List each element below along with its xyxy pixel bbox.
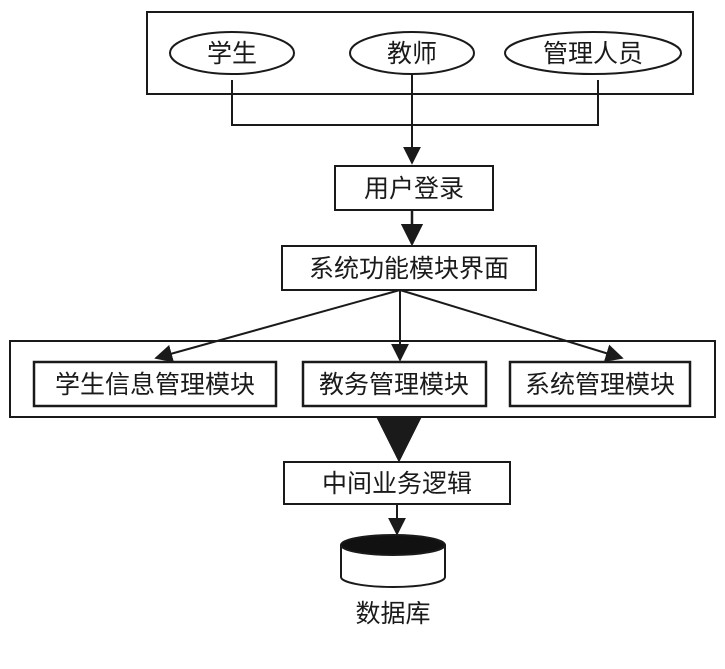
modules-container xyxy=(9,340,716,418)
user-teacher-label: 教师 xyxy=(387,39,437,68)
interface-to-system-module-arrow xyxy=(399,289,624,362)
academic-module-label: 教务管理模块 xyxy=(319,370,469,399)
middle-logic-label: 中间业务逻辑 xyxy=(322,469,472,498)
users-connector xyxy=(231,80,599,126)
system-module-label: 系统管理模块 xyxy=(525,370,675,399)
academic-module-box xyxy=(301,360,488,408)
login-box xyxy=(334,165,494,211)
interface-to-student-module-arrow xyxy=(154,289,401,363)
user-student-node xyxy=(169,31,295,75)
database-label: 数据库 xyxy=(355,599,430,628)
student-module-box xyxy=(32,360,278,408)
interface-box xyxy=(281,245,537,291)
user-student-label: 学生 xyxy=(207,39,257,68)
interface-label: 系统功能模块界面 xyxy=(309,254,509,283)
student-module-label: 学生信息管理模块 xyxy=(55,370,255,399)
system-module-box xyxy=(508,360,692,408)
database-icon xyxy=(340,534,446,588)
users-container xyxy=(146,11,694,95)
user-admin-node xyxy=(504,31,682,75)
login-label: 用户登录 xyxy=(364,174,464,203)
user-admin-label: 管理人员 xyxy=(543,39,643,68)
